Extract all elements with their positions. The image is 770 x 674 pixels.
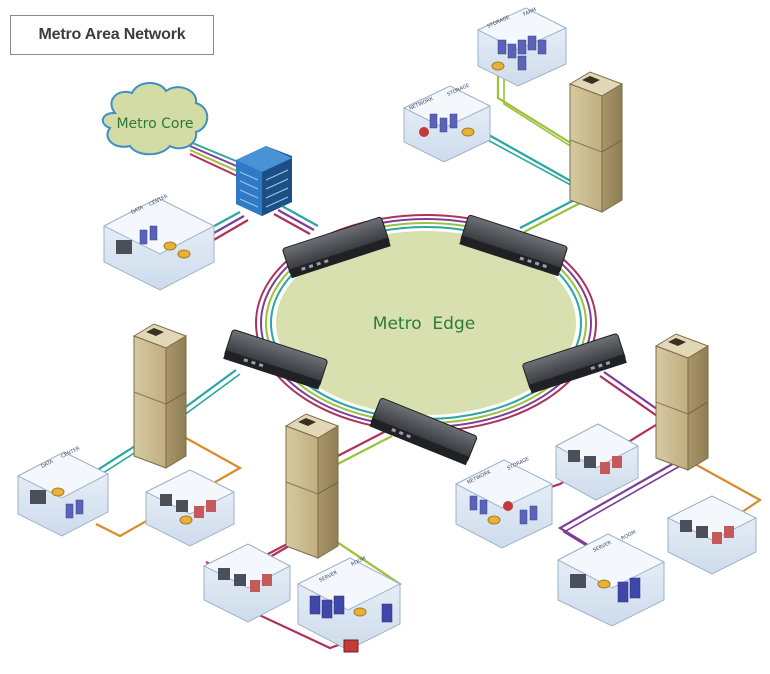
room-network-storage-top: NETWORK STORAGE [402,83,492,163]
room-server-right: SERVER ROOM [556,530,666,627]
room-storage-farm-label-2: FARM [522,7,537,18]
router-right [522,333,627,394]
room-network-storage-right: NETWORK STORAGE [454,456,554,549]
metro-core-cloud: Metro Core [101,82,209,156]
metro-edge-label: Metro Edge [373,314,475,334]
router-bottom [369,397,478,466]
metro-edge-ring: Metro Edge [255,214,597,432]
room-server-far-right [666,495,758,575]
room-data-center-top-label-1: DATA [130,205,145,216]
metro-core-label: Metro Core [116,116,193,132]
room-server-bottom: SERVER ROOM [296,556,402,653]
router-left [223,329,328,390]
router-top-right [459,214,568,277]
room-storage-farm: STORAGE FARM [476,7,568,87]
room-data-center-top: DATA CENTER [102,193,216,291]
room-data-center-left: DATA CENTER [16,445,110,537]
building-top-right [568,71,624,213]
core-building [236,146,292,216]
diagram-title: Metro Area Network [10,15,214,55]
building-right [654,333,710,471]
room-data-center-left-label-1: DATA [40,459,55,470]
room-server-right-label-2: ROOM [620,530,637,542]
building-middle [284,413,340,559]
router-top-left [282,216,391,279]
room-server-bottom-left [202,543,292,623]
room-server-left [144,469,236,547]
room-server-right-top [554,423,640,501]
building-left [132,323,188,469]
